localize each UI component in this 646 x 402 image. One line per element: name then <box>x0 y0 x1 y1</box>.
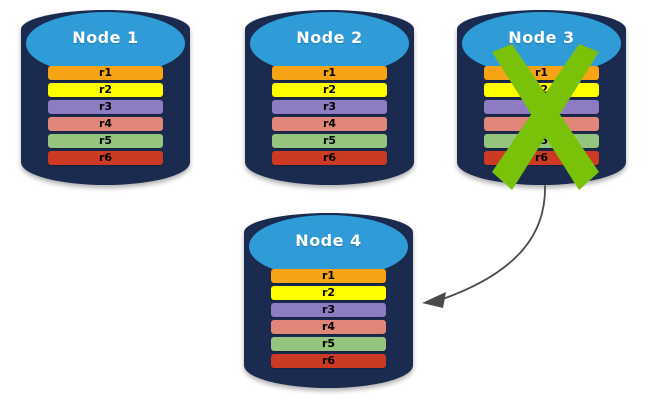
data-row[interactable]: r5 <box>271 337 386 351</box>
node-title: Node 2 <box>296 28 363 47</box>
node-4[interactable]: Node 4 r1 r2 r3 r4 r5 r6 <box>244 213 413 388</box>
data-row[interactable]: r3 <box>484 100 599 114</box>
data-row[interactable]: r1 <box>271 269 386 283</box>
data-row[interactable]: r5 <box>272 134 387 148</box>
data-row[interactable]: r3 <box>48 100 163 114</box>
data-row[interactable]: r5 <box>48 134 163 148</box>
data-row[interactable]: r3 <box>271 303 386 317</box>
node-1[interactable]: Node 1 r1 r2 r3 r4 r5 r6 <box>21 10 190 185</box>
data-row[interactable]: r6 <box>271 354 386 368</box>
data-row[interactable]: r2 <box>272 83 387 97</box>
data-row[interactable]: r4 <box>271 320 386 334</box>
row-list: r1 r2 r3 r4 r5 r6 <box>21 66 190 165</box>
data-row[interactable]: r4 <box>484 117 599 131</box>
data-row[interactable]: r6 <box>272 151 387 165</box>
data-row[interactable]: r4 <box>48 117 163 131</box>
node-3[interactable]: Node 3 r1 r2 r3 r4 r5 r6 <box>457 10 626 185</box>
data-row[interactable]: r6 <box>48 151 163 165</box>
cylinder-top <box>247 10 412 77</box>
cylinder-top <box>246 213 411 280</box>
data-row[interactable]: r1 <box>48 66 163 80</box>
data-row[interactable]: r4 <box>272 117 387 131</box>
data-row[interactable]: r3 <box>272 100 387 114</box>
data-row[interactable]: r2 <box>48 83 163 97</box>
cylinder-top <box>23 10 188 77</box>
row-list: r1 r2 r3 r4 r5 r6 <box>245 66 414 165</box>
data-row[interactable]: r6 <box>484 151 599 165</box>
node-2[interactable]: Node 2 r1 r2 r3 r4 r5 r6 <box>245 10 414 185</box>
data-row[interactable]: r1 <box>272 66 387 80</box>
data-row[interactable]: r2 <box>484 83 599 97</box>
data-row[interactable]: r2 <box>271 286 386 300</box>
node-title: Node 4 <box>295 231 362 250</box>
node-title: Node 3 <box>508 28 575 47</box>
row-list: r1 r2 r3 r4 r5 r6 <box>457 66 626 165</box>
node-title: Node 1 <box>72 28 139 47</box>
data-row[interactable]: r1 <box>484 66 599 80</box>
row-list: r1 r2 r3 r4 r5 r6 <box>244 269 413 368</box>
data-row[interactable]: r5 <box>484 134 599 148</box>
